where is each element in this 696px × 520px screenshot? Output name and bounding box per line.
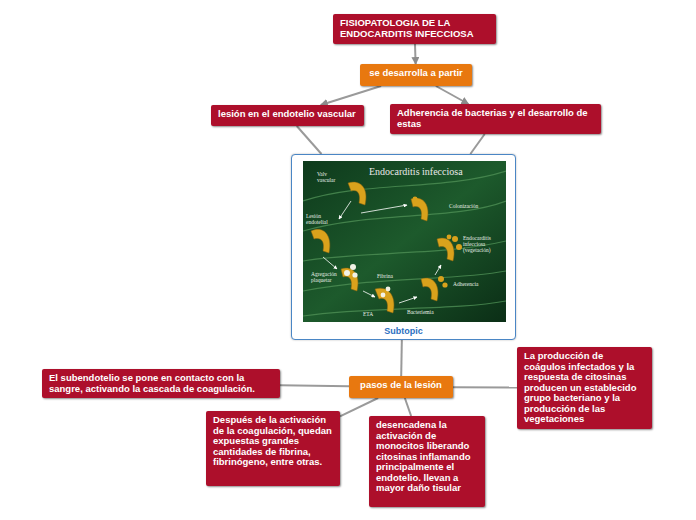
node-text: pasos de la lesión [356, 380, 446, 391]
topic-box: lesión en el endotelio vascular [211, 105, 364, 126]
illustration-label: Fibrina [377, 273, 407, 279]
illustration-label: Valv vascular [317, 171, 345, 183]
illustration-label: Lesión endotelial [306, 213, 334, 225]
node-text: FISIOPATOLOGIA DE LA ENDOCARDITIS INFECC… [340, 18, 489, 39]
connector [280, 385, 349, 386]
node-text: Después de la activación de la coagulaci… [213, 415, 333, 468]
illustration-label: Colonización [449, 203, 489, 209]
illustration-label: Bacteriemia [407, 309, 443, 315]
topic-box: Adherencia de bacterias y el desarrollo … [390, 104, 601, 134]
illustration-label: Agregación plaquetar [311, 271, 343, 283]
node-text: lesión en el endotelio vascular [218, 109, 357, 120]
node-text: desencadena la activación de monocitos l… [376, 420, 478, 494]
connector [321, 86, 381, 105]
illustration-label: Endocarditis infecciosa (vegetación) [463, 235, 503, 253]
node-text: se desarrolla a partir [367, 68, 465, 79]
connector [436, 86, 469, 104]
connector [340, 398, 378, 416]
link-box: pasos de la lesión [349, 376, 453, 398]
topic-box: desencadena la activación de monocitos l… [369, 416, 485, 507]
illustration-label: Endocarditis infecciosa [369, 166, 479, 177]
link-box: se desarrolla a partir [360, 64, 472, 86]
node-text: El subendotelio se pone en contacto con … [49, 373, 273, 394]
node-text: La producción de coágulos infectados y l… [524, 351, 645, 425]
connector [297, 126, 322, 154]
central-topic: FISIOPATOLOGIA DE LA ENDOCARDITIS INFECC… [333, 14, 496, 44]
connector [405, 398, 411, 416]
illustration-label: ETA [363, 311, 383, 317]
illustration: Endocarditis infecciosa Valv vascularLesi… [303, 161, 506, 322]
connector [470, 134, 484, 154]
connector [453, 386, 517, 388]
image-box: Endocarditis infecciosa Valv vascularLesi… [291, 154, 516, 340]
node-text: Adherencia de bacterias y el desarrollo … [397, 108, 594, 129]
connector [414, 44, 417, 64]
topic-box: La producción de coágulos infectados y l… [517, 347, 652, 429]
image-caption: Subtopic [292, 326, 515, 337]
topic-box: El subendotelio se pone en contacto con … [42, 369, 280, 398]
illustration-label: Adherencia [453, 281, 493, 287]
topic-box: Después de la activación de la coagulaci… [206, 411, 340, 486]
connector [400, 340, 403, 376]
